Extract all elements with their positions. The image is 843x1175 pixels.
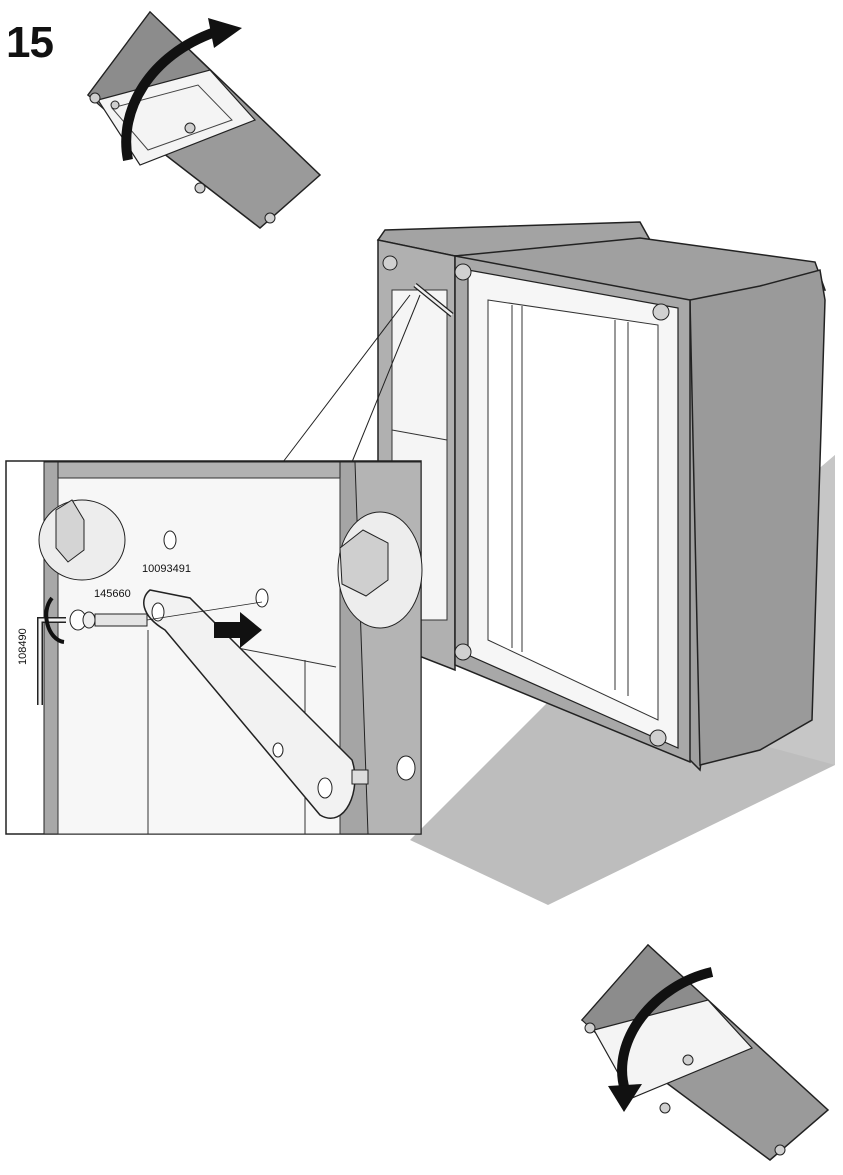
- bolt-part: [69, 601, 263, 631]
- cushion-rotate-illustration-top: [86, 10, 322, 229]
- allen-key-part: [37, 596, 66, 705]
- rotate-arrow-icon: [121, 18, 242, 161]
- callout-lines: [282, 294, 421, 463]
- push-arrow-icon: [214, 612, 262, 648]
- bolt-part-number: 145660: [94, 588, 131, 600]
- connector-part-number: 10093491: [142, 563, 191, 575]
- sofa-module-back-view: [376, 221, 827, 772]
- rotate-arrow-down-icon: [608, 967, 714, 1112]
- connector-bar-part: [143, 589, 369, 819]
- key-part-number: 108490: [17, 628, 29, 665]
- step-number: 15: [6, 18, 54, 67]
